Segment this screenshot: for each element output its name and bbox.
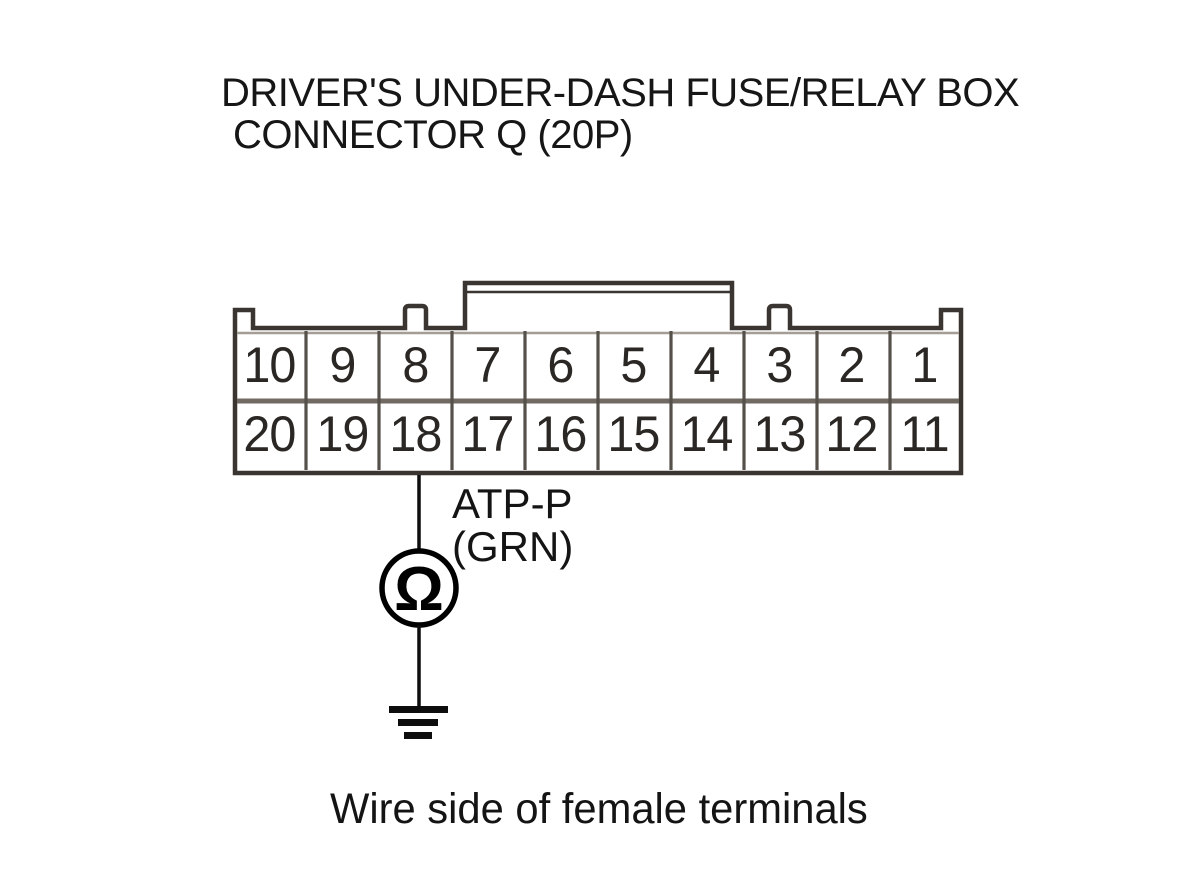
pin-cell-6: 6 [547,336,575,393]
pin-cell-3: 3 [765,336,793,393]
diagram-title: DRIVER'S UNDER-DASH FUSE/RELAY BOX CONNE… [221,71,1020,157]
pin-cell-9: 9 [329,336,356,393]
wire-name: ATP-P [452,480,573,527]
pin-grid: 10 9 8 7 6 5 4 3 2 1 20 19 18 17 16 15 1… [233,331,961,470]
pin-cell-1: 1 [911,336,939,393]
title-line-1: DRIVER'S UNDER-DASH FUSE/RELAY BOX [221,71,1020,115]
pin-cell-17: 17 [461,406,515,462]
connector-outline-icon [232,280,964,476]
pin-cell-5: 5 [620,336,647,393]
column-divider-lines [304,331,892,470]
pin-cell-4: 4 [693,336,720,393]
pin-cell-11: 11 [900,406,949,462]
pin-cell-18: 18 [388,406,442,462]
caption: Wire side of female terminals [330,785,868,833]
pin-cell-19: 19 [316,406,369,462]
pin-cell-16: 16 [534,406,588,462]
title-line-2: CONNECTOR Q (20P) [233,113,633,157]
ground-icon [389,706,448,739]
pin-cell-13: 13 [752,406,806,462]
pin-cell-7: 7 [474,336,502,393]
wire-label: ATP-P (GRN) [452,482,573,568]
pin-cell-14: 14 [680,406,733,462]
pin-cell-12: 12 [825,406,879,462]
pin-cell-2: 2 [838,336,866,393]
pin-cell-15: 15 [607,406,660,462]
wire-color-code: (GRN) [452,523,574,570]
pin-cell-10: 10 [243,336,296,393]
ohm-symbol: Ω [394,555,444,624]
ohmmeter-icon: Ω [379,548,459,628]
pin-cell-8: 8 [401,336,429,393]
pin-cell-20: 20 [243,406,296,462]
